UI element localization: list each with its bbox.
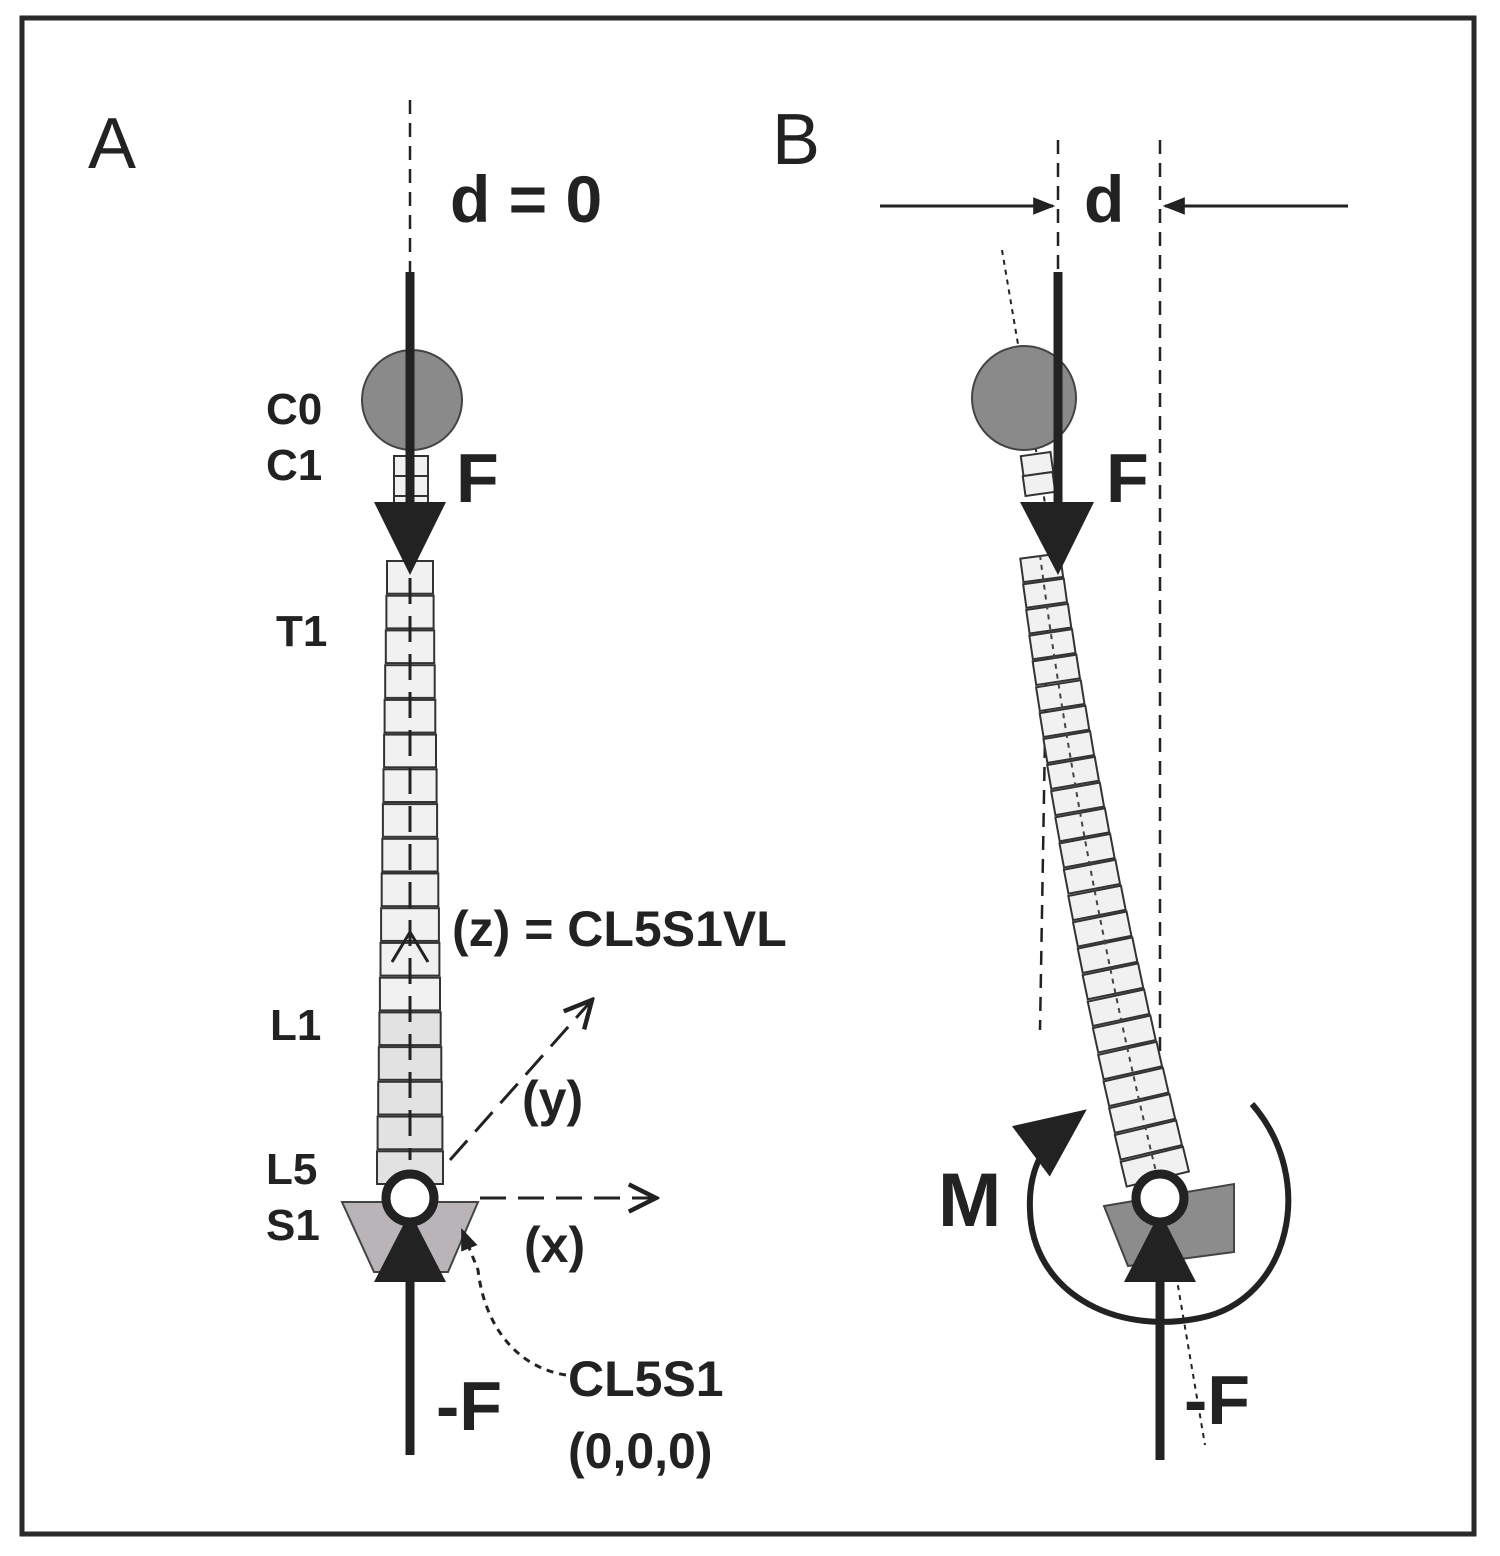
panel-a: A d = 0 F -F — [88, 100, 787, 1479]
panel-a-distance-label: d = 0 — [450, 162, 602, 236]
figure-frame — [19, 15, 1477, 1537]
level-label-c0: C0 — [266, 385, 322, 434]
level-label-l1: L1 — [270, 1001, 321, 1050]
panel-b-force-bottom-head — [1124, 1212, 1196, 1282]
panel-b-vertebra — [1022, 577, 1069, 609]
panel-a-force-bottom-head — [374, 1212, 446, 1282]
level-label-t1: T1 — [276, 607, 327, 656]
panel-a-origin-name: CL5S1 — [568, 1351, 724, 1407]
panel-b: B d F -F M — [772, 100, 1348, 1460]
panel-b-label: B — [772, 100, 820, 180]
panel-a-axis-x-label: (x) — [524, 1217, 585, 1273]
panel-b-vertebral-column — [1019, 552, 1191, 1188]
panel-b-column-axis — [1039, 554, 1159, 1181]
panel-b-force-bottom-label: -F — [1184, 1361, 1250, 1439]
panel-a-label: A — [88, 104, 136, 184]
panel-b-cervical-segments — [1019, 450, 1057, 498]
panel-a-force-top-label: F — [456, 439, 499, 517]
panel-b-force-top-label: F — [1106, 439, 1149, 517]
panel-a-origin-pointer — [460, 1227, 567, 1377]
panel-b-moment-label: M — [938, 1158, 1001, 1243]
panel-b-distance-label: d — [1084, 162, 1124, 236]
level-label-l5: L5 — [266, 1145, 317, 1194]
panel-b-force-top-head — [1020, 502, 1094, 575]
panel-a-axis-z-label: (z) = CL5S1VL — [452, 901, 787, 957]
panel-a-force-bottom-label: -F — [436, 1367, 502, 1445]
panel-b-l5s1-joint — [1131, 1169, 1189, 1227]
panel-b-moment-arc — [1011, 1102, 1292, 1325]
panel-a-origin-coords: (0,0,0) — [568, 1423, 713, 1479]
level-label-c1: C1 — [266, 441, 322, 490]
panel-a-force-top-head — [374, 502, 446, 575]
level-label-s1: S1 — [266, 1201, 320, 1250]
panel-b-head — [971, 345, 1077, 451]
panel-a-axis-y-label: (y) — [522, 1071, 583, 1127]
panel-a-z-axis-arrowhead — [390, 929, 430, 963]
panel-a-l5s1-joint — [381, 1169, 439, 1227]
